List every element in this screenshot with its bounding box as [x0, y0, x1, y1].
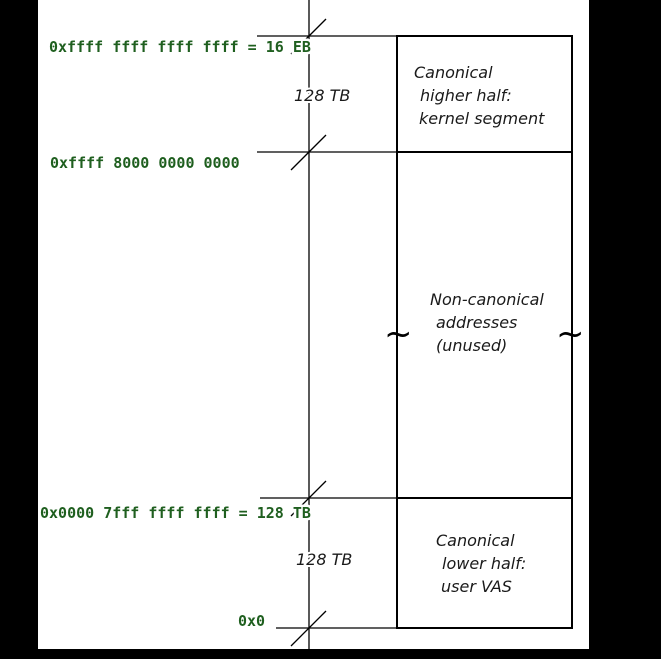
address-label-zero: 0x0: [238, 612, 265, 630]
gap-symbol-left: ~: [384, 314, 413, 354]
size-label-user: 128 TB: [296, 550, 352, 569]
region-label-noncanonical-line3: (unused): [436, 336, 507, 355]
region-label-kernel-line3: kernel segment: [419, 109, 545, 128]
region-label-kernel-line2: higher half:: [420, 86, 512, 105]
region-label-noncanonical-line1: Non-canonical: [430, 290, 544, 309]
region-box-user: [396, 497, 573, 629]
slash-mark-kernel-start: [290, 134, 327, 171]
region-label-kernel-line1: Canonical: [414, 63, 493, 82]
slash-mark-top: [290, 18, 327, 55]
slash-mark-user-end: [290, 480, 327, 517]
diagram-canvas: [38, 0, 589, 649]
region-label-user-line1: Canonical: [436, 531, 515, 550]
size-label-kernel: 128 TB: [294, 86, 350, 105]
gap-symbol-right: ~: [556, 314, 585, 354]
region-label-user-line2: lower half:: [442, 554, 526, 573]
address-label-user-end: 0x0000 7fff ffff ffff = 128 TB: [40, 504, 311, 522]
region-label-user-line3: user VAS: [441, 577, 512, 596]
address-label-kernel-start: 0xffff 8000 0000 0000: [50, 154, 240, 172]
address-label-top: 0xffff ffff ffff ffff = 16 EB: [49, 38, 311, 56]
slash-mark-zero: [290, 610, 327, 647]
region-label-noncanonical-line2: addresses: [436, 313, 517, 332]
